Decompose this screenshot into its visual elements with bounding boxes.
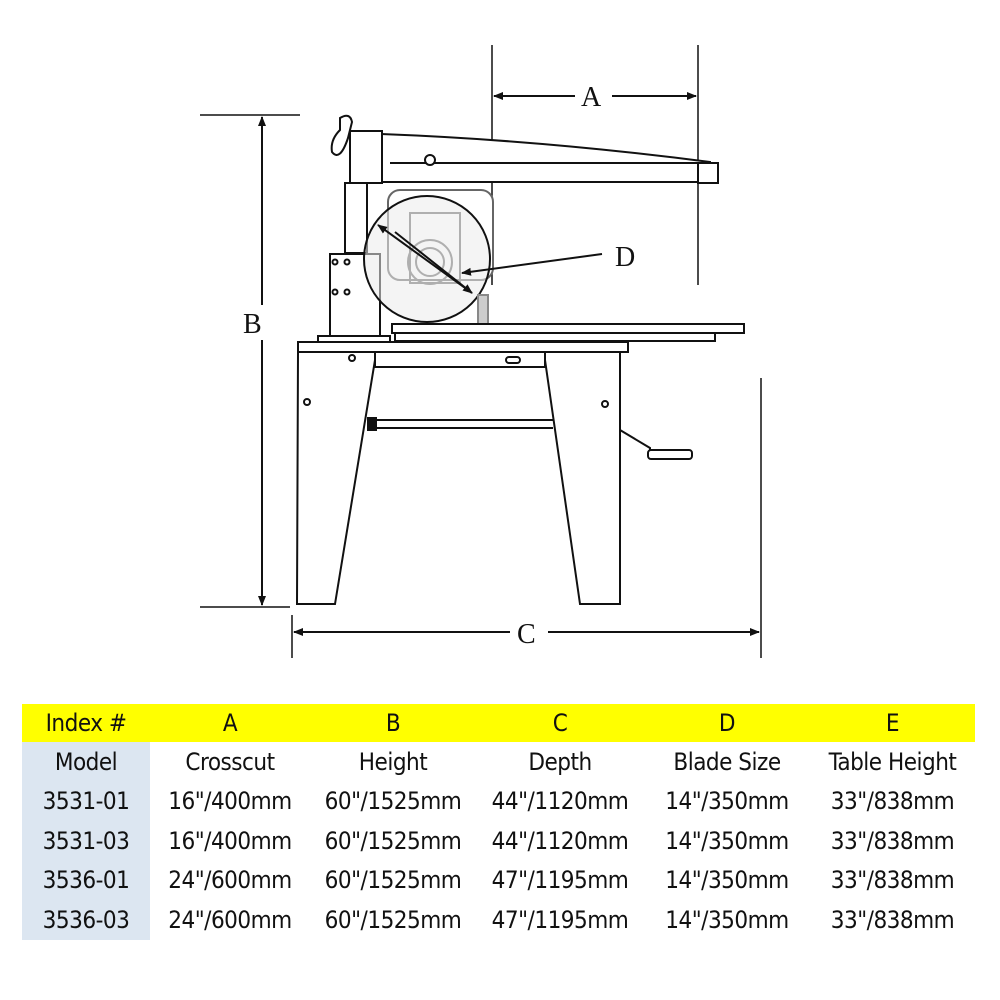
dimension-label-c: C	[517, 619, 536, 650]
table-row: 3536-01 24"/600mm 60"/1525mm 47"/1195mm …	[22, 860, 975, 900]
index-header: Index #	[22, 704, 150, 742]
cell: 24"/600mm	[168, 866, 292, 895]
cell: 24"/600mm	[168, 905, 292, 934]
model-cell: 3531-03	[22, 821, 150, 861]
index-d: D	[644, 704, 810, 742]
cell: 60"/1525mm	[324, 866, 462, 895]
cell: 60"/1525mm	[324, 787, 462, 816]
cell: 16"/400mm	[168, 787, 292, 816]
dimension-b	[200, 114, 300, 608]
cell: 33"/838mm	[830, 826, 955, 855]
cell: 44"/1120mm	[491, 826, 629, 855]
model-cell: 3531-01	[22, 781, 150, 821]
cell: 47"/1195mm	[491, 905, 629, 934]
radial-arm-saw-diagram: A B C D	[200, 45, 762, 658]
cell: 16"/400mm	[168, 826, 292, 855]
dimension-label-b: B	[243, 309, 262, 340]
cell: 47"/1195mm	[491, 866, 629, 895]
header-depth: Depth	[528, 747, 592, 776]
cell: 60"/1525mm	[324, 826, 462, 855]
table-row: 3531-03 16"/400mm 60"/1525mm 44"/1120mm …	[22, 821, 975, 861]
cell: 14"/350mm	[665, 905, 789, 934]
saw-arm	[330, 114, 719, 184]
cell: 33"/838mm	[830, 787, 955, 816]
dimension-label-a: A	[581, 82, 602, 113]
index-e: E	[810, 704, 975, 742]
table-row: 3531-01 16"/400mm 60"/1525mm 44"/1120mm …	[22, 781, 975, 821]
index-a: A	[150, 704, 310, 742]
header-row: Model Crosscut Height Depth Blade Size T…	[22, 742, 975, 782]
dimension-label-d: D	[615, 242, 635, 273]
header-table-height: Table Height	[828, 747, 957, 776]
cell: 44"/1120mm	[491, 787, 629, 816]
index-b: B	[310, 704, 476, 742]
model-cell: 3536-01	[22, 860, 150, 900]
header-crosscut: Crosscut	[185, 747, 275, 776]
table-row: 3536-03 24"/600mm 60"/1525mm 47"/1195mm …	[22, 900, 975, 940]
cell: 60"/1525mm	[324, 905, 462, 934]
dimension-c	[291, 378, 762, 658]
header-model: Model	[22, 742, 150, 782]
specifications-table: Index # A B C D E Model Crosscut Height …	[22, 704, 975, 940]
stand	[295, 351, 693, 605]
cell: 33"/838mm	[830, 905, 955, 934]
header-height: Height	[358, 747, 428, 776]
blade	[363, 195, 603, 334]
cell: 14"/350mm	[665, 787, 789, 816]
cell: 14"/350mm	[665, 866, 789, 895]
cell: 33"/838mm	[830, 866, 955, 895]
header-blade-size: Blade Size	[673, 747, 781, 776]
index-row: Index # A B C D E	[22, 704, 975, 742]
cell: 14"/350mm	[665, 826, 789, 855]
index-c: C	[476, 704, 644, 742]
model-cell: 3536-03	[22, 900, 150, 940]
